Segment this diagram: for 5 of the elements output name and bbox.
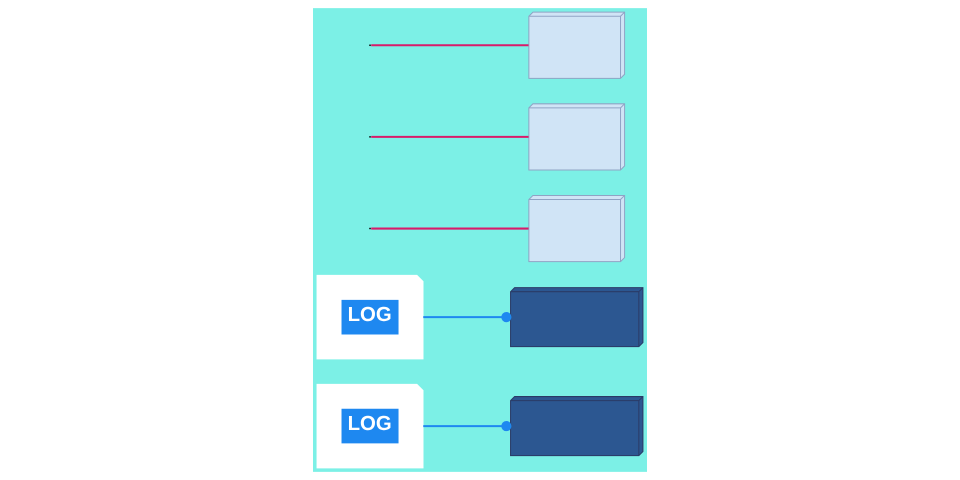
connector — [371, 228, 529, 230]
connector — [371, 44, 529, 46]
connector — [423, 312, 512, 322]
connector — [371, 136, 529, 138]
connector — [423, 421, 512, 432]
